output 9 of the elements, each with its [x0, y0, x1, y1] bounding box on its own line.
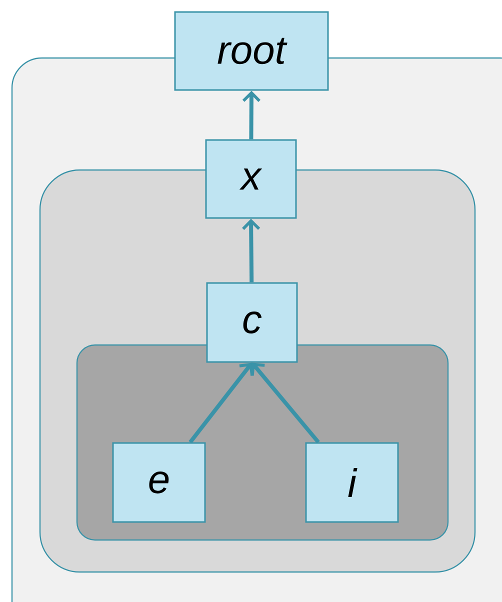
arrow [242, 90, 260, 140]
arrow [250, 362, 320, 444]
tree-node-box: root [174, 11, 329, 91]
tree-node-box: e [112, 442, 206, 523]
tree-node-box: i [305, 442, 399, 523]
arrow [188, 362, 254, 444]
tree-node-box: c [206, 282, 298, 363]
arrow [242, 218, 260, 282]
tree-node-box: x [205, 139, 297, 219]
